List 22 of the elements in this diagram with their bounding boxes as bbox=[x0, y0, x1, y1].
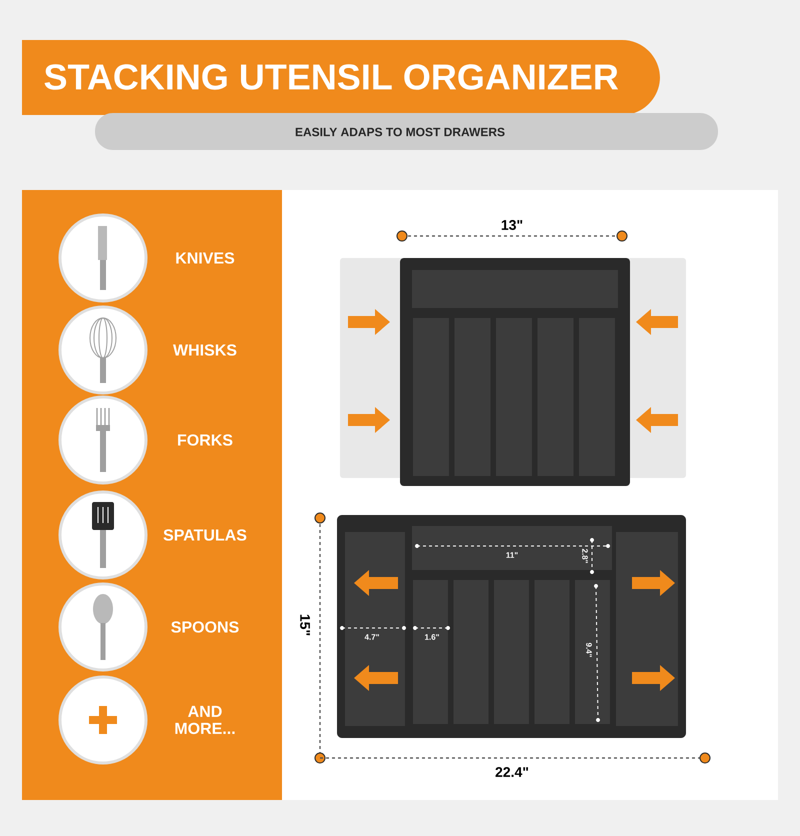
spoon-picture bbox=[58, 582, 148, 672]
whisk-picture bbox=[58, 306, 148, 394]
title-banner: STACKING UTENSIL ORGANIZER bbox=[22, 40, 660, 115]
dimension-label: 2.8" bbox=[582, 548, 588, 563]
plus-icon bbox=[58, 676, 148, 764]
utensil-label: AND MORE... bbox=[175, 706, 235, 734]
dimension-label: 15" bbox=[300, 614, 310, 636]
dimension-label: 22.4" bbox=[496, 767, 528, 777]
utensil-label: FORKS bbox=[178, 434, 232, 446]
dimension-label: 9.4" bbox=[586, 642, 592, 657]
fork-picture bbox=[58, 396, 148, 484]
spatula-picture bbox=[58, 490, 148, 580]
utensil-label: SPOONS bbox=[171, 621, 239, 633]
dimension-label: 13" bbox=[502, 220, 522, 230]
dimension-label: 1.6" bbox=[425, 634, 439, 640]
dimension-label: 4.7" bbox=[364, 634, 379, 640]
utensil-label: KNIVES bbox=[176, 252, 234, 264]
knife-picture bbox=[58, 214, 148, 302]
subtitle-banner: EASILY ADAPS TO MOST DRAWERS bbox=[95, 113, 718, 150]
utensil-label: SPATULAS bbox=[164, 529, 246, 541]
dimension-label: 11" bbox=[506, 552, 518, 558]
utensil-label: WHISKS bbox=[173, 344, 236, 356]
